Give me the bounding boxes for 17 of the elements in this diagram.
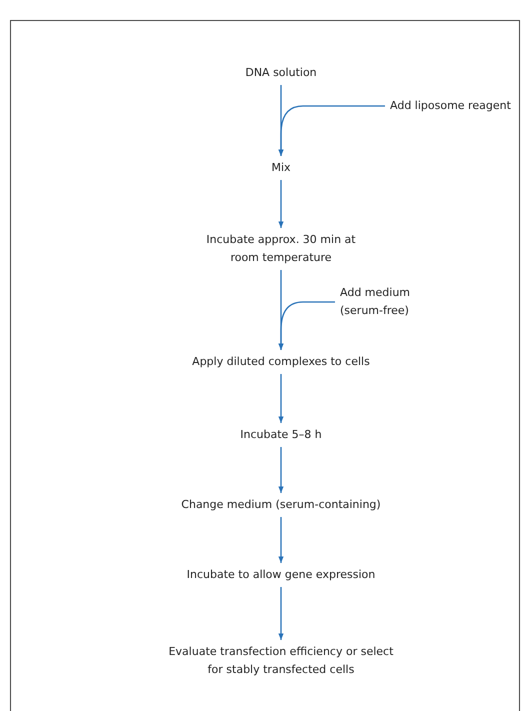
reagent-label: Add medium (serum-free) xyxy=(340,284,430,320)
reagent-label: Add liposome reagent xyxy=(390,97,511,115)
step-text: Incubate approx. 30 min at room temperature xyxy=(196,231,366,267)
step-text: Incubate to allow gene expression xyxy=(186,566,376,584)
arrow xyxy=(278,180,284,228)
step-text: Mix xyxy=(271,159,291,177)
arrow xyxy=(278,587,284,640)
arrow xyxy=(278,374,284,423)
arrow xyxy=(278,447,284,493)
arrow xyxy=(278,517,284,563)
arrow xyxy=(278,105,385,156)
step-text: Incubate 5–8 h xyxy=(240,426,322,444)
step-text: DNA solution xyxy=(245,64,317,82)
arrow xyxy=(278,301,335,350)
step-text: Evaluate transfection efficiency or select for stably transfected cells xyxy=(161,643,401,679)
step-text: Apply diluted complexes to cells xyxy=(192,353,370,371)
step-text: Change medium (serum-containing) xyxy=(181,496,381,514)
